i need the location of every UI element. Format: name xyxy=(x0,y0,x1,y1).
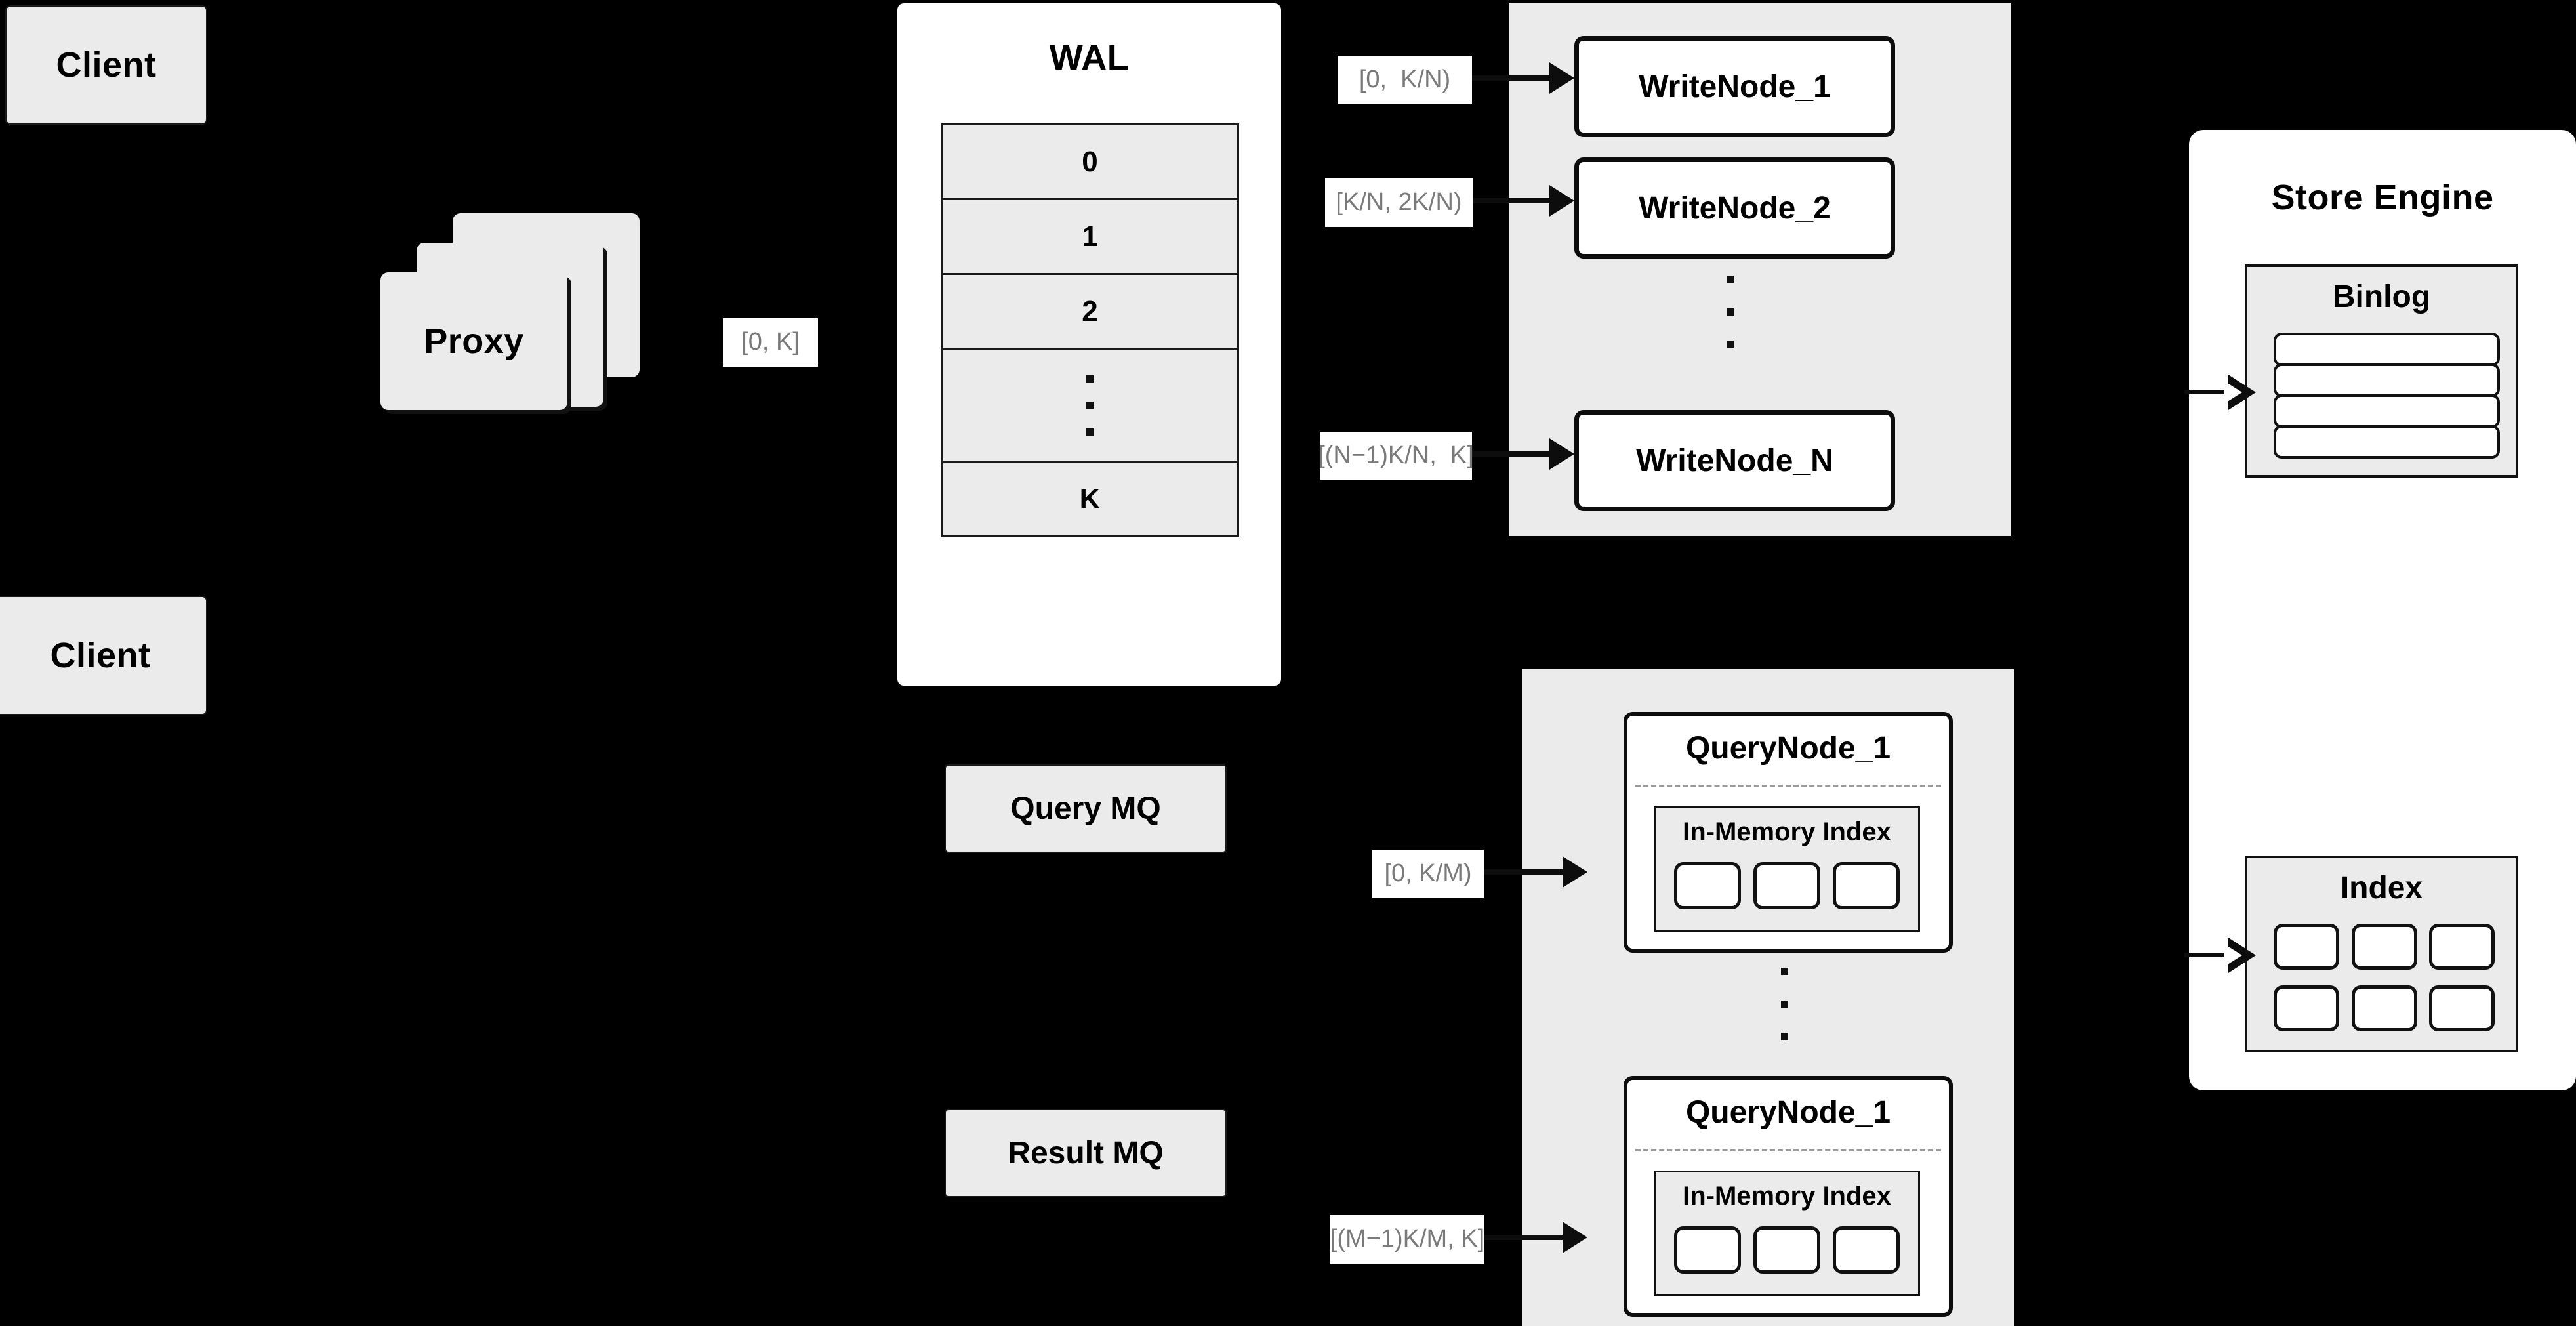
arrow-line-to-write-node-n xyxy=(1462,451,1555,457)
wal-cell-ellipsis xyxy=(941,348,1239,463)
query-node-divider xyxy=(1635,785,1941,787)
wal-container: WAL 0 1 2 K xyxy=(897,3,1281,686)
wal-cell-list: 0 1 2 K xyxy=(941,123,1239,537)
index-cell xyxy=(2351,985,2417,1031)
wal-title: WAL xyxy=(1049,38,1130,77)
query-node-title: QueryNode_1 xyxy=(1685,1095,1891,1130)
arrow-head-to-binlog xyxy=(2224,375,2256,410)
index-cell xyxy=(1833,862,1900,909)
index-cell xyxy=(2429,985,2495,1031)
wal-cell: 2 xyxy=(941,273,1239,350)
store-engine-container: Store Engine Binlog Index xyxy=(2189,130,2576,1090)
edge-label-to-query-node-m: [(M−1)K/M, K] xyxy=(1330,1215,1484,1264)
index-cell xyxy=(1833,1226,1900,1274)
binlog-box: Binlog xyxy=(2245,264,2518,478)
write-node-n: WriteNode_N xyxy=(1574,410,1895,511)
wal-cell: 1 xyxy=(941,198,1239,275)
index-cell xyxy=(2351,924,2417,970)
query-node-m: QueryNode_1 In-Memory Index xyxy=(1624,1076,1953,1317)
binlog-bar xyxy=(2274,394,2500,428)
client-node-1: Client xyxy=(5,5,207,125)
write-node-label: WriteNode_1 xyxy=(1639,69,1831,104)
client-label: Client xyxy=(56,45,157,85)
write-cluster-container: WriteNode_1 WriteNode_2 WriteNode_N xyxy=(1509,3,2011,536)
arrow-head-to-write-node-1 xyxy=(1549,62,1574,94)
arrow-head-to-write-node-2 xyxy=(1549,185,1574,217)
write-node-label: WriteNode_2 xyxy=(1639,190,1831,226)
arrow-line-to-index xyxy=(2184,953,2234,957)
query-node-1: QueryNode_1 In-Memory Index xyxy=(1624,712,1953,953)
query-mq-label: Query MQ xyxy=(1010,791,1161,826)
client-label: Client xyxy=(50,636,151,675)
vertical-ellipsis-icon xyxy=(1780,968,1788,1040)
write-node-1: WriteNode_1 xyxy=(1574,36,1895,137)
arrow-line-to-query-node-m xyxy=(1469,1235,1568,1240)
proxy-stack: Proxy xyxy=(380,213,643,430)
in-memory-index-title: In-Memory Index xyxy=(1683,1182,1891,1211)
vertical-ellipsis-icon xyxy=(1086,375,1094,436)
arrow-head-to-query-node-m xyxy=(1563,1222,1587,1253)
arrow-head-to-query-node-1 xyxy=(1563,856,1587,888)
index-cell xyxy=(1674,1226,1741,1274)
wal-cell: 0 xyxy=(941,123,1239,200)
arrow-line-to-query-node-1 xyxy=(1469,869,1568,875)
query-cluster-container: QueryNode_1 In-Memory Index QueryNode_1 xyxy=(1522,669,2014,1326)
wal-cell: K xyxy=(941,461,1239,537)
binlog-bar xyxy=(2274,425,2500,459)
edge-label-proxy-to-wal: [0, K] xyxy=(723,318,818,367)
result-mq-node: Result MQ xyxy=(945,1109,1227,1197)
query-mq-node: Query MQ xyxy=(945,764,1227,853)
index-cell xyxy=(2429,924,2495,970)
query-node-title: QueryNode_1 xyxy=(1685,731,1891,766)
vertical-ellipsis-icon xyxy=(1726,276,1734,348)
arrow-line-to-binlog xyxy=(2184,390,2234,394)
index-box: Index xyxy=(2245,856,2518,1052)
result-mq-label: Result MQ xyxy=(1008,1136,1164,1171)
index-cell xyxy=(1674,862,1741,909)
arrow-head-to-write-node-n xyxy=(1549,438,1574,470)
in-memory-index-title: In-Memory Index xyxy=(1683,818,1891,846)
binlog-bar xyxy=(2274,333,2500,366)
write-node-2: WriteNode_2 xyxy=(1574,157,1895,259)
binlog-bar xyxy=(2274,363,2500,397)
proxy-label: Proxy xyxy=(424,321,524,361)
edge-label-to-write-node-2: [K/N, 2K/N) xyxy=(1325,178,1473,227)
arrow-line-to-write-node-1 xyxy=(1462,75,1555,81)
edge-label-to-write-node-1: [0, K/N) xyxy=(1338,56,1472,104)
index-cell xyxy=(1753,862,1820,909)
arrow-head-to-index xyxy=(2224,938,2256,973)
client-node-2: Client xyxy=(0,596,207,715)
write-node-label: WriteNode_N xyxy=(1636,443,1833,478)
store-engine-title: Store Engine xyxy=(2271,178,2494,217)
arrow-line-to-write-node-2 xyxy=(1462,198,1555,203)
index-title: Index xyxy=(2340,871,2423,905)
in-memory-index-box: In-Memory Index xyxy=(1654,1171,1920,1296)
index-cell xyxy=(2274,985,2339,1031)
proxy-sheet-front: Proxy xyxy=(380,272,567,410)
binlog-title: Binlog xyxy=(2332,280,2431,314)
edge-label-to-query-node-1: [0, K/M) xyxy=(1372,850,1484,898)
index-cell xyxy=(2274,924,2339,970)
edge-label-to-write-node-n: [(N−1)K/N, K] xyxy=(1318,432,1474,480)
query-node-divider xyxy=(1635,1149,1941,1151)
index-cell xyxy=(1753,1226,1820,1274)
in-memory-index-box: In-Memory Index xyxy=(1654,806,1920,932)
